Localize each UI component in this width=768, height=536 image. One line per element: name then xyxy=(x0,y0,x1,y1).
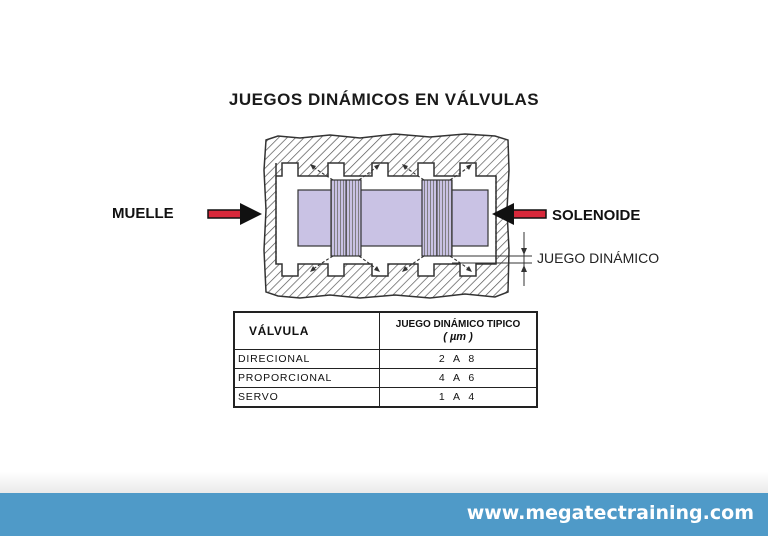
row-valve: PROPORCIONAL xyxy=(233,368,380,388)
header-valvula: VÁLVULA xyxy=(233,311,380,350)
table-row: DIRECIONAL 2 A 8 xyxy=(233,349,538,369)
spool xyxy=(297,179,489,257)
diagram-title: JUEGOS DINÁMICOS EN VÁLVULAS xyxy=(228,90,540,109)
row-valve: SERVO xyxy=(233,387,380,408)
solenoide-label: SOLENOIDE xyxy=(552,207,641,224)
clearance-table: VÁLVULA JUEGO DINÁMICO TIPICO ( µm ) DIR… xyxy=(233,311,538,408)
muelle-label: MUELLE xyxy=(112,205,174,222)
table-row: SERVO 1 A 4 xyxy=(233,387,538,408)
header-unit: ( µm ) xyxy=(443,331,473,343)
row-range: 1 A 4 xyxy=(379,387,538,408)
header-juego-title: JUEGO DINÁMICO TIPICO xyxy=(395,319,521,330)
leakage-arrowheads xyxy=(310,164,472,272)
table-row: PROPORCIONAL 4 A 6 xyxy=(233,368,538,388)
table-header-row: VÁLVULA JUEGO DINÁMICO TIPICO ( µm ) xyxy=(233,311,538,350)
solenoid-force-arrow xyxy=(492,203,547,225)
valve-body xyxy=(263,133,510,299)
spring-force-arrow xyxy=(207,203,262,225)
footer-shadow xyxy=(0,472,768,494)
footer-bar: www.megatectraining.com xyxy=(0,493,768,536)
row-range: 2 A 8 xyxy=(379,349,538,369)
juego-dinamico-label: JUEGO DINÁMICO xyxy=(537,250,660,266)
row-valve: DIRECIONAL xyxy=(233,349,380,369)
header-juego: JUEGO DINÁMICO TIPICO ( µm ) xyxy=(379,311,538,350)
website-link[interactable]: www.megatectraining.com xyxy=(466,502,754,524)
valve-diagram xyxy=(207,133,547,299)
clearance-dimension xyxy=(452,232,532,286)
row-range: 4 A 6 xyxy=(379,368,538,388)
